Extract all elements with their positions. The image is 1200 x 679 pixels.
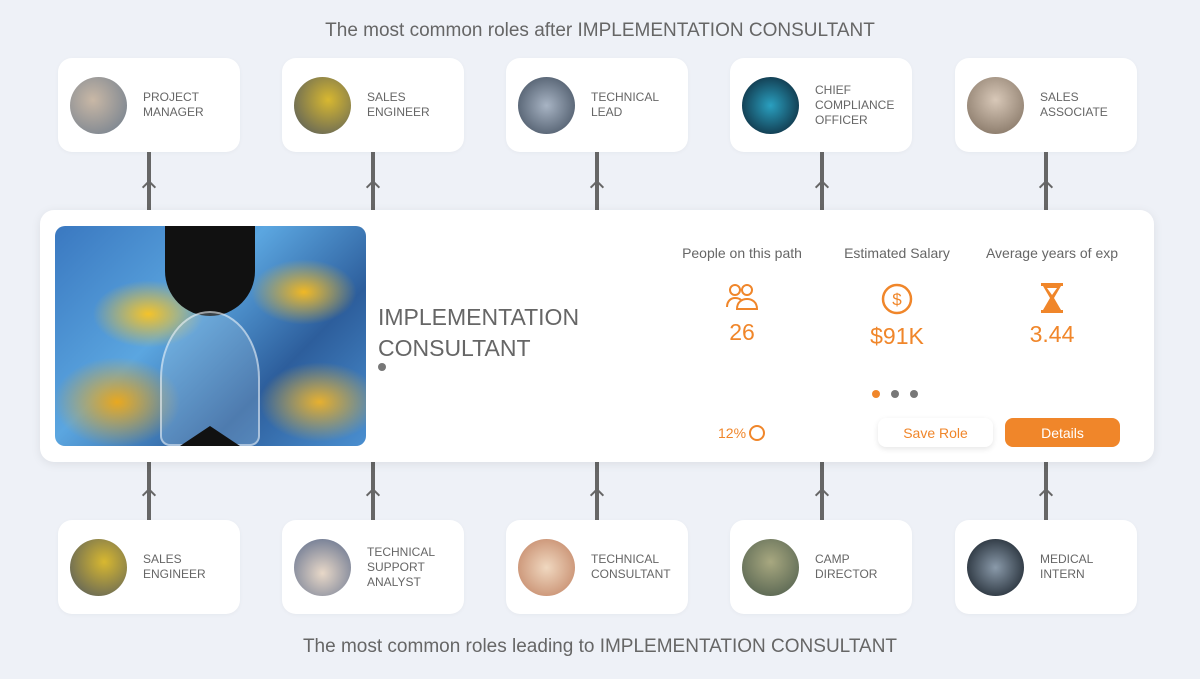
connector: [1044, 462, 1048, 520]
role-avatar: [70, 76, 127, 134]
connector: [147, 462, 151, 520]
previous-role-card[interactable]: Technical Support Analyst: [282, 520, 464, 614]
hourglass-image: [55, 226, 366, 446]
connector: [820, 462, 824, 520]
next-role-card[interactable]: Chief Compliance Officer: [730, 58, 912, 152]
connector: [1044, 152, 1048, 210]
carousel-pager: [872, 390, 918, 398]
hourglass-icon: [1041, 283, 1063, 313]
role-label: Technical Support Analyst: [367, 544, 435, 589]
role-avatar: [967, 538, 1024, 596]
pager-dot-active[interactable]: [872, 390, 880, 398]
connector: [371, 462, 375, 520]
percent-value: 12%: [718, 425, 747, 441]
arrow-up-icon: [365, 179, 381, 195]
previous-role-card[interactable]: Medical Intern: [955, 520, 1137, 614]
before-heading: The most common roles leading to IMPLEME…: [302, 636, 898, 657]
role-avatar: [742, 538, 799, 596]
connector: [595, 462, 599, 520]
current-role-title: Implementation Consultant: [378, 304, 580, 361]
details-button[interactable]: Details: [1005, 418, 1120, 447]
stat-experience: Average years of exp 3.44: [972, 245, 1132, 348]
previous-role-card[interactable]: Camp Director: [730, 520, 912, 614]
arrow-up-icon: [1038, 487, 1054, 503]
dot: [378, 363, 386, 371]
role-avatar: [294, 76, 351, 134]
match-percent: 12%: [718, 425, 766, 441]
stat-salary: Estimated Salary $ $91K: [817, 245, 977, 350]
arrow-up-icon: [1038, 179, 1054, 195]
arrow-up-icon: [589, 179, 605, 195]
arrow-up-icon: [141, 487, 157, 503]
connector: [147, 152, 151, 210]
role-avatar: [518, 538, 575, 596]
next-role-card[interactable]: Project Manager: [58, 58, 240, 152]
arrow-up-icon: [365, 487, 381, 503]
dollar-icon: $: [881, 283, 913, 315]
arrow-up-icon: [589, 487, 605, 503]
role-label: Technical Lead: [591, 90, 659, 119]
pager-dot[interactable]: [910, 390, 918, 398]
stat-label: People on this path: [682, 245, 802, 261]
svg-text:$: $: [892, 290, 902, 309]
stat-value: $91K: [870, 323, 924, 349]
role-label: Camp Director: [815, 552, 878, 581]
pager-dot[interactable]: [891, 390, 899, 398]
people-icon: [726, 284, 759, 310]
arrow-up-icon: [814, 179, 830, 195]
stat-value: 3.44: [1029, 321, 1075, 347]
connector: [371, 152, 375, 210]
save-role-button[interactable]: Save Role: [878, 418, 993, 447]
role-label: Sales Engineer: [143, 552, 206, 581]
next-role-card[interactable]: Sales Engineer: [282, 58, 464, 152]
role-avatar: [742, 76, 799, 134]
circle-progress-icon: [749, 425, 766, 441]
arrow-up-icon: [814, 487, 830, 503]
arrow-up-icon: [141, 179, 157, 195]
stat-label: Average years of exp: [985, 245, 1119, 261]
role-label: Medical Intern: [1040, 552, 1093, 581]
role-avatar: [518, 76, 575, 134]
next-role-card[interactable]: Technical Lead: [506, 58, 688, 152]
role-avatar: [70, 538, 127, 596]
role-label: Technical Consultant: [591, 552, 671, 581]
current-role-card: Implementation Consultant People on this…: [40, 210, 1154, 462]
role-label: Project Manager: [143, 90, 204, 119]
connector: [820, 152, 824, 210]
previous-role-card[interactable]: Technical Consultant: [506, 520, 688, 614]
role-label: Sales Engineer: [367, 90, 430, 119]
stat-people: People on this path 26: [662, 245, 822, 346]
previous-role-card[interactable]: Sales Engineer: [58, 520, 240, 614]
role-label: Chief Compliance Officer: [815, 82, 895, 127]
next-role-card[interactable]: Sales Associate: [955, 58, 1137, 152]
role-label: Sales Associate: [1040, 90, 1108, 119]
after-heading: The most common roles after IMPLEMENTATI…: [325, 20, 875, 41]
connector: [595, 152, 599, 210]
role-avatar: [294, 538, 351, 596]
stat-value: 26: [729, 319, 755, 345]
role-avatar: [967, 76, 1024, 134]
stat-label: Estimated Salary: [844, 245, 950, 261]
